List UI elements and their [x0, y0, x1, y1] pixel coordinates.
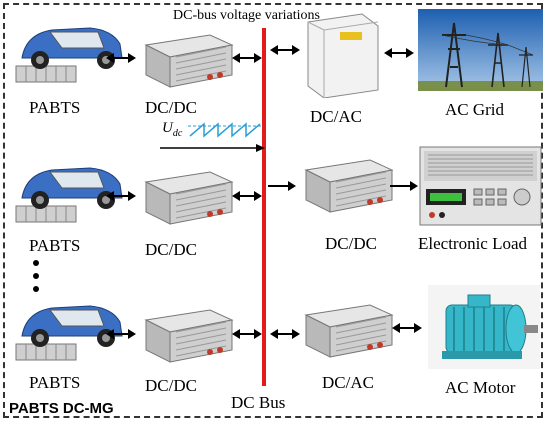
converter-label: DC/DC — [145, 240, 197, 259]
load-label: AC Motor — [445, 378, 516, 397]
ellipsis-dots — [33, 260, 39, 292]
right-converter-label: DC/DC — [325, 234, 377, 253]
source-label: PABTS — [29, 373, 81, 392]
bidirectional-arrow — [106, 190, 136, 202]
load-label: Electronic Load — [418, 234, 528, 253]
bidirectional-arrow — [384, 47, 414, 59]
right-converter-label: DC/AC — [310, 107, 362, 126]
source-label: PABTS — [29, 98, 81, 117]
udc-waveform — [160, 122, 265, 152]
dc-bus-line — [262, 28, 266, 386]
source-label: PABTS — [29, 236, 81, 255]
bidirectional-arrow — [106, 52, 136, 64]
diagram-title: DC-bus voltage variations — [173, 8, 320, 23]
bidirectional-arrow — [270, 44, 300, 56]
bidirectional-arrow — [392, 322, 422, 334]
system-label: PABTS DC-MG — [9, 400, 114, 417]
dc-bus-label: DC Bus — [231, 393, 286, 412]
bidirectional-arrow — [270, 328, 300, 340]
bidirectional-arrow — [232, 52, 262, 64]
power-tower-icon — [418, 9, 543, 91]
right-converter-label: DC/AC — [322, 373, 374, 392]
converter-module-icon — [145, 34, 233, 88]
converter-module-icon — [145, 171, 233, 225]
converter-module-icon — [145, 309, 233, 363]
converter-module-icon — [305, 304, 393, 358]
electronic-load-icon — [419, 146, 542, 226]
udc-label: Udc — [162, 120, 183, 139]
bidirectional-arrow — [232, 328, 262, 340]
converter-module-icon — [305, 159, 393, 213]
bidirectional-arrow — [106, 328, 136, 340]
inverter-box-icon — [307, 13, 379, 98]
unidirectional-arrow — [390, 180, 419, 192]
unidirectional-arrow — [268, 180, 297, 192]
bidirectional-arrow — [232, 190, 262, 202]
load-label: AC Grid — [445, 100, 505, 119]
system-boundary — [3, 3, 543, 418]
converter-label: DC/DC — [145, 98, 197, 117]
ac-motor-icon — [428, 285, 540, 369]
converter-label: DC/DC — [145, 376, 197, 395]
